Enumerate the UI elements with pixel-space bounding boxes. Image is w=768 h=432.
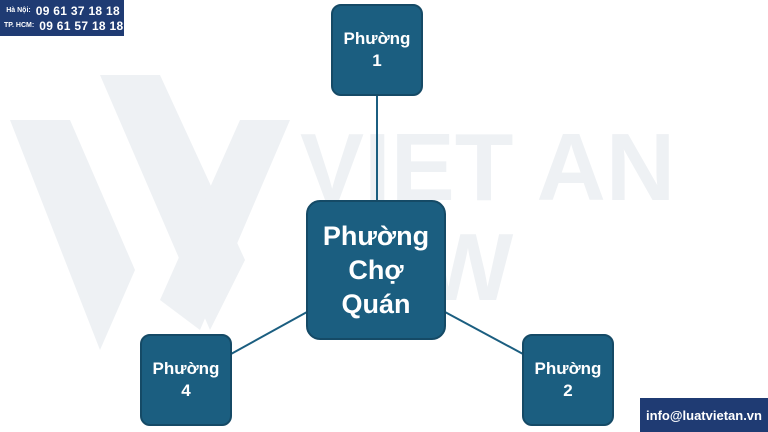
hotline-hcm: TP. HCM: 09 61 57 18 18: [4, 18, 124, 33]
connector-center-ward2: [444, 311, 524, 355]
node-ward-1-line1: Phường: [343, 29, 411, 48]
hotline-hcm-phone[interactable]: 09 61 57 18 18: [39, 18, 124, 33]
hotline-badge: Hà Nội: 09 61 37 18 18 TP. HCM: 09 61 57…: [0, 0, 124, 36]
connector-center-ward4: [230, 311, 308, 355]
node-ward-4-line1: Phường: [152, 359, 220, 378]
node-ward-1: Phường 1: [331, 4, 423, 96]
node-ward-1-line2: 1: [372, 51, 382, 70]
contact-email-badge[interactable]: info@luatvietan.vn: [640, 398, 768, 432]
hotline-hanoi: Hà Nội: 09 61 37 18 18: [4, 3, 120, 18]
node-center-line2: Chợ: [348, 255, 404, 285]
hotline-hcm-label: TP. HCM:: [4, 22, 35, 29]
node-center-line3: Quán: [341, 289, 411, 319]
node-ward-2: Phường 2: [522, 334, 614, 426]
node-center-line1: Phường: [322, 221, 430, 251]
node-ward-4-line2: 4: [181, 381, 191, 400]
node-ward-4: Phường 4: [140, 334, 232, 426]
node-ward-2-line1: Phường: [534, 359, 602, 378]
node-center-cho-quan: Phường Chợ Quán: [306, 200, 446, 340]
hotline-hanoi-label: Hà Nội:: [6, 7, 31, 14]
contact-email[interactable]: info@luatvietan.vn: [646, 407, 762, 423]
node-ward-2-line2: 2: [563, 381, 573, 400]
watermark-logo-mark: [10, 75, 290, 350]
hotline-hanoi-phone[interactable]: 09 61 37 18 18: [35, 3, 120, 18]
